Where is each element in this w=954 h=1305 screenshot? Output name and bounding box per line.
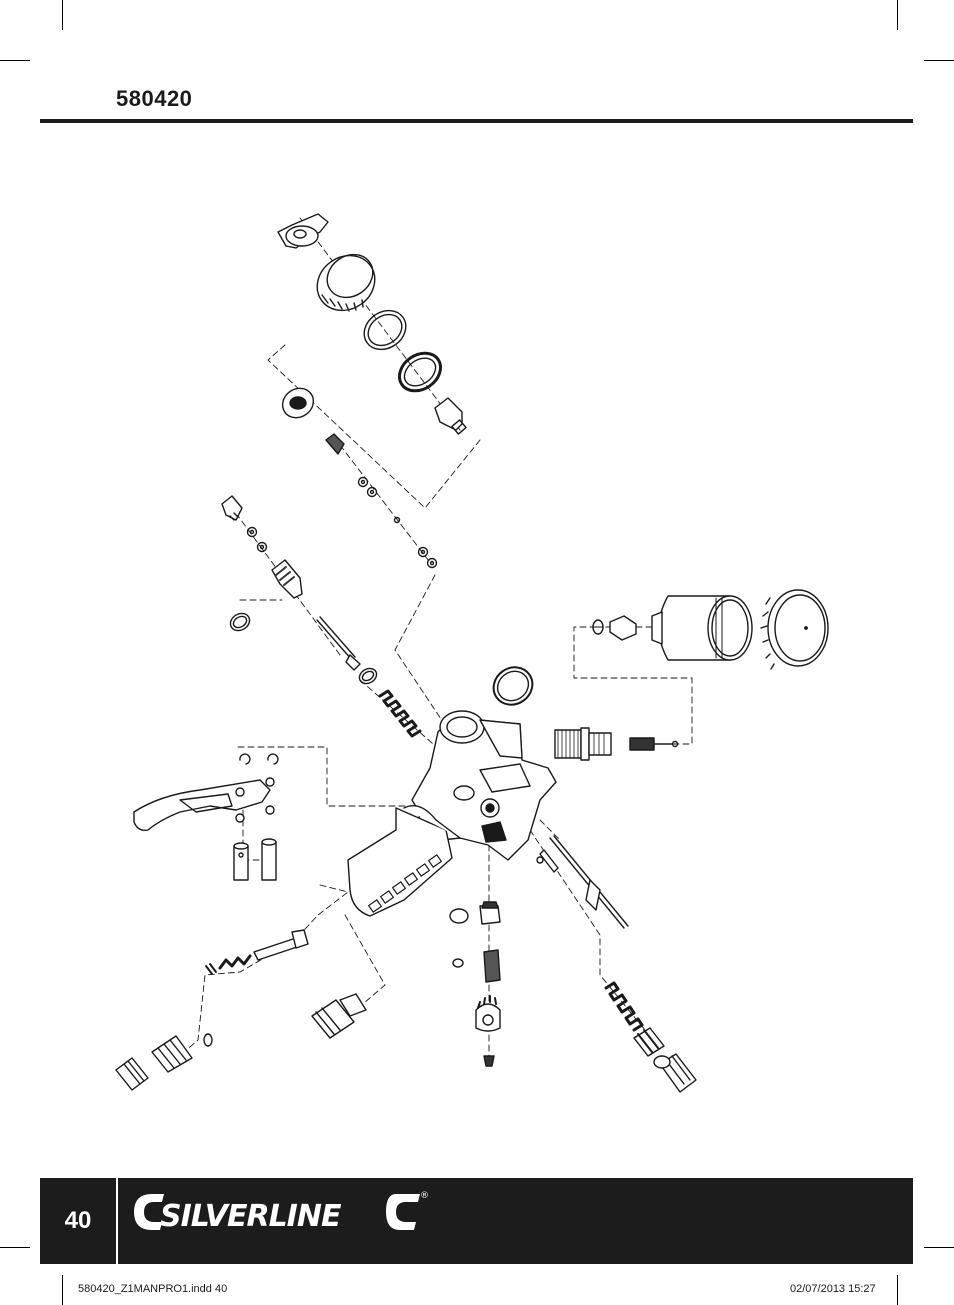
valve-parts bbox=[246, 433, 438, 569]
adjuster-knob-part bbox=[633, 1027, 697, 1093]
paint-cup-part bbox=[651, 595, 753, 661]
page-number: 40 bbox=[64, 1207, 92, 1234]
crop-mark bbox=[897, 0, 898, 30]
adjuster-spring-part bbox=[604, 981, 644, 1032]
baffle-ring-part bbox=[281, 387, 315, 419]
model-number: 580420 bbox=[116, 86, 193, 111]
wing-nut-part bbox=[277, 213, 329, 249]
print-slug-file: 580420_Z1MANPRO1.indd 40 bbox=[78, 1283, 228, 1295]
crop-mark bbox=[924, 60, 954, 61]
crop-mark bbox=[897, 1275, 898, 1305]
adjuster-fitting-part bbox=[311, 993, 367, 1039]
crop-mark bbox=[62, 0, 63, 30]
air-inlet-part bbox=[115, 1035, 193, 1091]
crop-mark bbox=[924, 1247, 954, 1248]
cup-connector-part bbox=[554, 727, 612, 761]
logo-wordmark: SILVERLINE bbox=[160, 1199, 342, 1234]
footer-divider bbox=[116, 1178, 118, 1264]
cup-nut-parts bbox=[592, 615, 637, 641]
air-valve-part bbox=[203, 929, 309, 1047]
cup-lid-part bbox=[760, 589, 829, 670]
packing-nut-part bbox=[221, 495, 243, 521]
cup-gasket-part bbox=[492, 666, 534, 706]
spacer-ring-part bbox=[358, 667, 378, 685]
air-cap-ring-part bbox=[316, 253, 376, 312]
needle-spring-part bbox=[378, 689, 422, 738]
header-rule bbox=[40, 119, 913, 123]
air-needle-part bbox=[536, 835, 629, 929]
crop-mark bbox=[0, 60, 30, 61]
print-slug-date: 02/07/2013 15:27 bbox=[790, 1283, 876, 1295]
gun-body-part bbox=[347, 710, 557, 917]
fluid-needle-part bbox=[316, 616, 361, 671]
trigger-pins bbox=[233, 838, 277, 881]
footer-bar bbox=[40, 1178, 913, 1264]
filter-part bbox=[629, 737, 679, 751]
fluid-nozzle-part bbox=[434, 397, 467, 435]
registered-mark: ® bbox=[420, 1191, 429, 1201]
crop-mark bbox=[62, 1275, 63, 1305]
needle-packing-part bbox=[229, 559, 303, 632]
fluid-control-part bbox=[449, 901, 501, 1067]
silverline-logo: SILVERLINE ® bbox=[134, 1191, 429, 1234]
o-ring-part bbox=[363, 309, 407, 351]
seal-ring-part bbox=[398, 351, 442, 393]
crop-mark bbox=[0, 1247, 30, 1248]
trigger-part bbox=[133, 753, 279, 832]
